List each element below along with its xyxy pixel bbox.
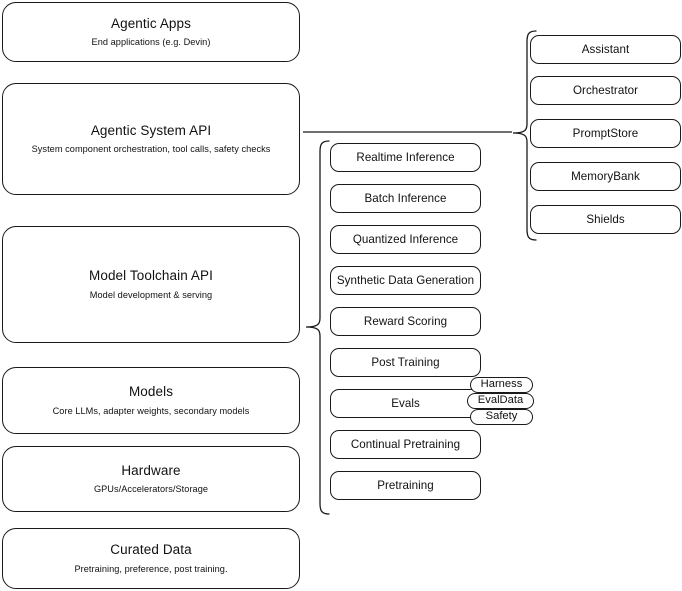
item-label: Quantized Inference [352,232,459,246]
layer-subtitle: Core LLMs, adapter weights, secondary mo… [52,405,250,416]
layer-title: Hardware [121,462,181,478]
layer-title: Agentic Apps [110,15,191,31]
layer-box-agentic-system-api[interactable]: Agentic System API System component orch… [2,83,300,195]
chip-label: EvalData [477,394,524,407]
layer-box-model-toolchain-api[interactable]: Model Toolchain API Model development & … [2,226,300,343]
item-memorybank[interactable]: MemoryBank [530,162,681,191]
item-label: Evals [391,396,420,410]
chip-evaldata[interactable]: EvalData [467,393,534,409]
item-label: Pretraining [377,478,434,492]
chip-label: Safety [485,410,518,423]
item-continual-pretraining[interactable]: Continual Pretraining [330,430,481,459]
chip-harness[interactable]: Harness [470,377,533,393]
layer-title: Curated Data [110,542,192,558]
layer-box-curated-data[interactable]: Curated Data Pretraining, preference, po… [2,528,300,589]
item-shields[interactable]: Shields [530,205,681,234]
item-label: Reward Scoring [363,314,448,328]
layer-title: Agentic System API [90,122,212,138]
layer-title: Models [128,384,174,400]
layer-subtitle: System component orchestration, tool cal… [31,144,271,155]
chip-safety[interactable]: Safety [470,409,533,425]
item-batch-inference[interactable]: Batch Inference [330,184,481,213]
item-evals[interactable]: Evals [330,389,481,418]
middle-curly-brace [305,140,330,515]
item-label: Continual Pretraining [350,437,461,451]
item-quantized-inference[interactable]: Quantized Inference [330,225,481,254]
item-promptstore[interactable]: PromptStore [530,119,681,148]
item-post-training[interactable]: Post Training [330,348,481,377]
item-label: PromptStore [572,126,639,140]
item-label: MemoryBank [571,169,640,183]
item-label: Realtime Inference [356,150,455,164]
layer-box-hardware[interactable]: Hardware GPUs/Accelerators/Storage [2,446,300,512]
item-orchestrator[interactable]: Orchestrator [530,76,681,105]
item-pretraining[interactable]: Pretraining [330,471,481,500]
item-assistant[interactable]: Assistant [530,35,681,64]
layer-subtitle: Model development & serving [89,289,213,300]
layer-subtitle: GPUs/Accelerators/Storage [93,484,209,495]
layer-box-agentic-apps[interactable]: Agentic Apps End applications (e.g. Devi… [2,2,300,62]
item-realtime-inference[interactable]: Realtime Inference [330,143,481,172]
item-label: Post Training [371,355,440,369]
item-reward-scoring[interactable]: Reward Scoring [330,307,481,336]
layer-box-models[interactable]: Models Core LLMs, adapter weights, secon… [2,367,300,434]
item-synthetic-data-generation[interactable]: Synthetic Data Generation [330,266,481,295]
layer-subtitle: End applications (e.g. Devin) [91,37,211,48]
item-label: Synthetic Data Generation [336,273,475,287]
item-label: Batch Inference [364,191,447,205]
item-label: Orchestrator [572,83,639,97]
chip-label: Harness [480,378,523,391]
layer-subtitle: Pretraining, preference, post training. [74,563,228,574]
item-label: Shields [586,212,625,226]
layer-title: Model Toolchain API [89,268,213,284]
item-label: Assistant [581,42,630,56]
